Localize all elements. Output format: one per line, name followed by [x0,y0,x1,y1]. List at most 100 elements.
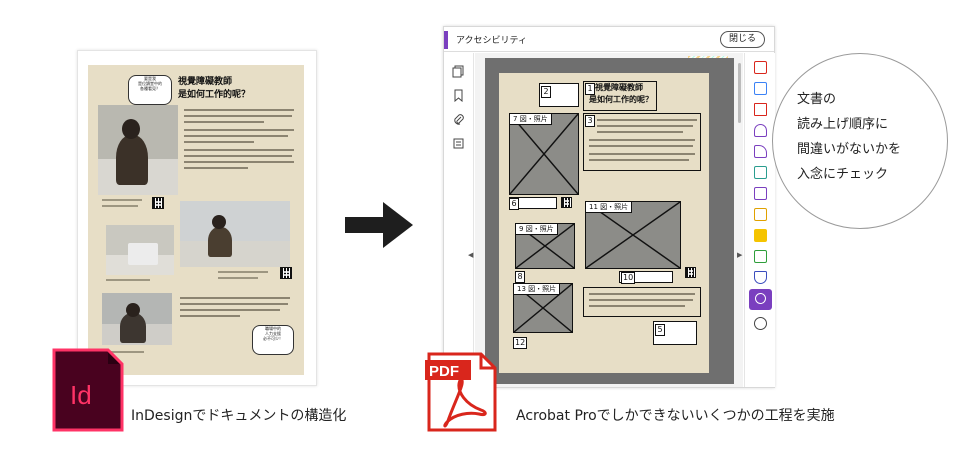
protect-icon[interactable] [754,271,767,284]
speech-bubble-top: 要是我 是位讀堂中的 各種看見？ [128,75,172,105]
print-production-icon[interactable] [754,250,767,263]
body-text [184,121,264,123]
organize-pages-icon[interactable] [754,166,767,179]
body-text [184,115,292,117]
photo-caption [102,205,138,207]
pdf-logo-text: PDF [429,363,459,380]
image-tag-number: 9 [519,225,524,233]
qr-code [685,267,696,278]
collapse-left-arrow-icon[interactable]: ◀ [468,251,474,259]
right-arrow-icon [345,202,413,248]
viewer-heading-line2: 是如何工作的呢？ [589,95,653,104]
tag-number: 5 [655,324,665,336]
accessibility-panel-header: アクセシビリティ 閉じる [444,27,774,52]
body-text [589,293,695,295]
vertical-scrollbar[interactable] [738,63,741,123]
body-text [184,167,248,169]
comment-icon[interactable] [754,187,767,200]
indesign-logo-text: Id [70,380,92,410]
document-paper: 要是我 是位讀堂中的 各種看見？ 視覺障礙教師 是如何工作的呢？ [88,65,304,375]
accessibility-tool-icon[interactable] [749,289,772,310]
acrobat-window: アクセシビリティ 閉じる ◀ 1 2 視覺障礙教師 是如何工作的呢？ [443,26,775,388]
body-text [589,153,695,155]
edit-pdf-icon[interactable] [754,103,767,116]
photo-caption [104,351,144,353]
tag-number: 10 [621,272,636,284]
tag-box-body [583,287,701,317]
callout-line: 読み上げ順序に [797,117,889,132]
photo-teacher-pc [102,293,172,345]
document-heading-line1: 視覺障礙教師 [178,77,233,87]
body-text [184,129,294,131]
body-text [589,305,685,307]
document-heading-line2: 是如何工作的呢？ [178,90,251,100]
body-text [184,155,292,157]
photo-caption [102,199,142,201]
photo-caption [218,277,258,279]
callout-circle: 文書の 読み上げ順序に 間違いがないかを 入念にチェック [772,53,948,229]
tag-number: 8 [515,271,525,283]
body-text [597,119,697,121]
tag-number: 3 [585,115,595,127]
document-viewer: 1 2 視覺障礙教師 是如何工作的呢？ 3 7 図・照片 [475,53,743,387]
body-text [589,139,695,141]
tag-box-heading [583,81,657,111]
left-navigation-rail: ◀ [444,53,474,387]
attachment-icon[interactable] [452,113,465,126]
tag-number: 6 [509,198,519,210]
tag-number: 1 [585,83,595,95]
body-text [597,131,683,133]
indesign-caption: InDesignでドキュメントの構造化 [131,408,347,424]
create-pdf-icon[interactable] [754,82,767,95]
collapse-right-arrow-icon[interactable]: ▶ [737,251,743,259]
body-text [184,149,294,151]
image-tag: 13 図・照片 [513,283,561,295]
body-text [589,145,693,147]
request-signature-icon[interactable] [754,124,767,137]
body-text [184,161,294,163]
viewer-heading-line1: 視覺障礙教師 [595,83,643,92]
body-text [589,159,689,161]
tag-number: 2 [541,86,551,98]
tagged-document-page: 1 2 視覺障礙教師 是如何工作的呢？ 3 7 図・照片 [499,73,709,373]
figure-box [585,201,681,269]
qr-code [152,197,164,209]
image-tag: 7 図・照片 [509,113,552,125]
indesign-document-page: 要是我 是位讀堂中的 各種看見？ 視覺障礙教師 是如何工作的呢？ [77,50,317,386]
body-text [184,135,288,137]
body-text [180,297,290,299]
body-text [180,303,288,305]
pages-icon[interactable] [452,65,465,78]
body-text [184,141,254,143]
acrobat-caption: Acrobat Proでしかできないいくつかの工程を実施 [516,408,835,424]
accent-bar [444,31,448,49]
close-button[interactable]: 閉じる [719,31,765,48]
body-text [597,125,693,127]
layers-icon[interactable] [452,137,465,150]
image-tag-label: 図・照片 [525,225,554,233]
photo-caption [218,271,268,273]
body-text [180,309,280,311]
callout-line: 入念にチェック [797,167,889,182]
photo-classroom [180,201,290,267]
export-pdf-icon[interactable] [754,61,767,74]
fill-sign-icon[interactable] [754,145,767,158]
speech-bubble-bottom: 職場中的 人力支援 必不可少！ [252,325,294,355]
callout-line: 間違いがないかを [797,142,902,157]
callout-line: 文書の [797,92,837,107]
acrobat-pdf-logo-icon: PDF [425,352,497,432]
tag-box-body [583,113,701,171]
image-tag-label: 図・照片 [528,285,557,293]
more-tools-icon[interactable] [754,317,767,330]
sticky-note-icon[interactable] [754,229,767,242]
image-tag-number: 13 [517,285,526,293]
body-text [184,109,294,111]
photo-caption [106,279,150,281]
qr-code [280,267,292,279]
bookmark-icon[interactable] [452,89,465,102]
image-tag-number: 7 [513,115,518,123]
compress-icon[interactable] [754,208,767,221]
body-text [589,299,693,301]
image-tag: 9 図・照片 [515,223,558,235]
